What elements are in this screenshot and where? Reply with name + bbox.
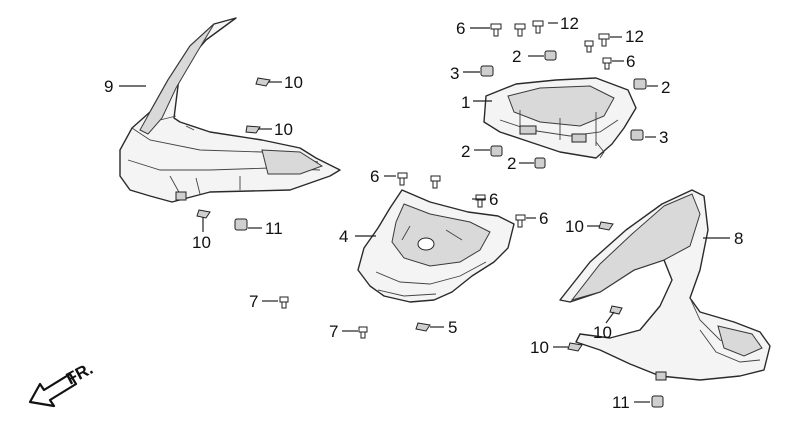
callout-6: 6 [489,190,498,209]
callout-6: 6 [370,167,379,186]
part-9-front-cover [119,17,341,203]
callout-6: 6 [456,19,465,38]
fasteners [196,20,664,408]
callout-10: 10 [593,323,612,342]
callout-6: 6 [539,209,548,228]
callout-10: 10 [274,120,293,139]
callout-8: 8 [734,229,743,248]
callout-1: 1 [461,93,470,112]
callout-labels: 6 12 12 6 2 3 2 1 3 2 2 9 10 10 10 11 6 … [104,14,743,412]
callout-10: 10 [530,338,549,357]
callout-2: 2 [461,142,470,161]
leader-lines [119,22,730,403]
callout-10: 10 [192,233,211,252]
callout-10: 10 [284,73,303,92]
callout-4: 4 [339,227,348,246]
callout-12: 12 [625,27,644,46]
callout-5: 5 [448,318,457,337]
callout-12: 12 [560,14,579,33]
callout-9: 9 [104,77,113,96]
callout-2: 2 [661,78,670,97]
callout-3: 3 [450,64,459,83]
callout-11: 11 [265,219,283,238]
callout-11: 11 [612,393,630,412]
callout-2: 2 [512,47,521,66]
callout-7: 7 [249,292,258,311]
callout-3: 3 [659,128,668,147]
part-8-side-cover [559,189,771,381]
part-4-middle-cover [357,189,515,303]
callout-6: 6 [626,52,635,71]
front-arrow-icon [28,372,78,408]
callout-7: 7 [329,322,338,341]
front-direction-indicator: FR. [28,359,96,408]
part-1-inner-bracket [483,77,637,159]
callout-10: 10 [565,217,584,236]
callout-2: 2 [507,154,516,173]
